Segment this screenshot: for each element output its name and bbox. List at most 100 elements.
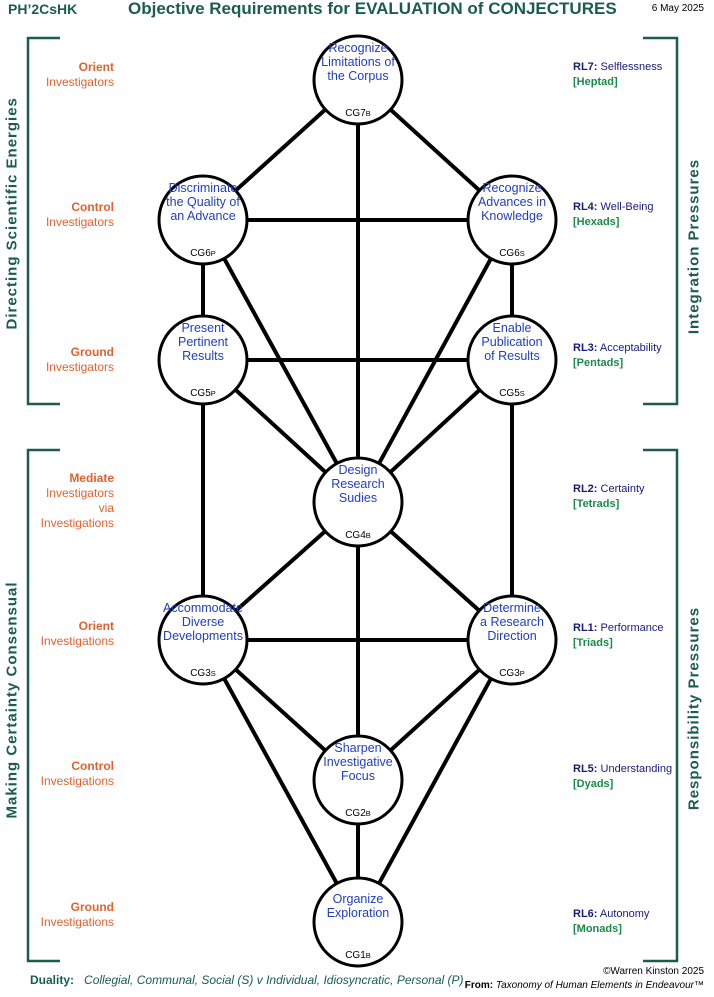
rl-group: [Triads] <box>573 637 613 649</box>
diagram-code: PH’2CsHK <box>8 1 78 17</box>
node-label-line: Investigative <box>323 755 393 769</box>
node-code-main: CG6 <box>190 248 211 259</box>
node-code-sub: B <box>366 809 371 818</box>
level-kind: Ground <box>70 900 114 914</box>
rl-name: Well-Being <box>600 201 654 213</box>
node-code: CG6S <box>499 248 525 259</box>
node-code-main: CG3 <box>190 668 211 679</box>
right-level-rl3: RL3: Acceptability [Pentads] <box>573 341 662 371</box>
node-code: CG7B <box>345 108 371 119</box>
left-level-rl6: Ground Investigations <box>2 900 114 930</box>
node-label-line: Publication <box>481 335 542 349</box>
right-bottom-bracket <box>643 448 679 963</box>
node-code: CG5S <box>499 388 525 399</box>
level-kind: Orient <box>78 60 114 74</box>
page-title: Objective Requirements for EVALUATION of… <box>128 0 617 18</box>
rl-name: Selflessness <box>600 61 663 73</box>
left-level-rl3: Ground Investigators <box>2 345 114 375</box>
node-label-line: Pertinent <box>178 335 229 349</box>
duality-label: Duality: <box>30 973 75 987</box>
left-level-rl4: Control Investigators <box>2 200 114 230</box>
node-code: CG3P <box>499 668 525 679</box>
node-label-line: Determine <box>483 601 541 615</box>
right-level-rl2: RL2: Certainty [Tetrads] <box>573 482 645 512</box>
source-note: From: Taxonomy of Human Elements in Ende… <box>465 980 704 991</box>
right-level-rl4: RL4: Well-Being [Hexads] <box>573 200 654 230</box>
level-kind: Mediate <box>69 471 114 485</box>
node-label-line: Discriminate <box>169 181 238 195</box>
rl-code: RL1: <box>573 622 598 634</box>
node-label-line: Focus <box>341 769 375 783</box>
node-circle <box>312 734 404 826</box>
node-code-main: CG5 <box>190 388 211 399</box>
level-rest: Investigators <box>45 215 114 229</box>
rl-group: [Hexads] <box>573 216 620 228</box>
left-top-bracket <box>26 36 60 406</box>
node-code: CG4B <box>345 530 371 541</box>
left-level-rl5: Control Investigations <box>2 759 114 789</box>
node-label-line: Limitations of <box>321 55 395 69</box>
node-label-line: Diverse <box>182 615 224 629</box>
level-rest: Investigators <box>45 360 114 374</box>
rl-code: RL4: <box>573 201 598 213</box>
node-code-sub: P <box>211 389 216 398</box>
node-code: CG2B <box>345 808 371 819</box>
node-code-sub: S <box>520 389 525 398</box>
node-code-main: CG6 <box>499 248 520 259</box>
rl-code: RL3: <box>573 342 598 354</box>
level-rest: Investigators <box>45 75 114 89</box>
rl-code: RL2: <box>573 483 598 495</box>
node-label-line: the Quality of <box>166 195 240 209</box>
node-label-line: of Results <box>484 349 540 363</box>
node-code-main: CG1 <box>345 950 366 961</box>
level-rest: Investigators via Investigations <box>40 486 114 530</box>
rl-name: Certainty <box>600 483 645 495</box>
level-rest: Investigations <box>40 634 114 648</box>
rl-group: [Tetrads] <box>573 498 620 510</box>
node-label-line: Recognize <box>328 41 387 55</box>
source-text: Taxonomy of Human Elements in Endeavour™ <box>495 980 704 991</box>
rl-group: [Monads] <box>573 923 622 935</box>
rl-name: Performance <box>600 622 664 634</box>
node-label-line: Sharpen <box>334 741 381 755</box>
rl-code: RL7: <box>573 61 598 73</box>
node-code-main: CG4 <box>345 530 366 541</box>
node-circle <box>466 174 558 266</box>
node-label-line: Knowledge <box>481 209 543 223</box>
duality-note: Duality: Collegial, Communal, Social (S)… <box>30 973 464 987</box>
node-label-line: Developments <box>163 629 243 643</box>
node-code: CG6P <box>190 248 216 259</box>
rl-code: RL5: <box>573 763 598 775</box>
right-top-bracket <box>643 36 679 406</box>
node-label-line: an Advance <box>170 209 235 223</box>
right-level-rl1: RL1: Performance [Triads] <box>573 621 664 651</box>
left-level-rl7: Orient Investigators <box>2 60 114 90</box>
node-code-sub: P <box>520 669 525 678</box>
right-top-label: Integration Pressures <box>685 158 703 335</box>
rl-group: [Pentads] <box>573 357 624 369</box>
rl-name: Understanding <box>600 763 673 775</box>
right-level-rl7: RL7: Selflessness [Heptad] <box>573 60 662 90</box>
node-code-main: CG7 <box>345 108 366 119</box>
node-code-sub: P <box>211 249 216 258</box>
node-code-main: CG2 <box>345 808 366 819</box>
level-kind: Control <box>71 759 114 773</box>
level-rest: Investigations <box>40 915 114 929</box>
node-circle <box>157 314 249 406</box>
node-code: CG1B <box>345 950 371 961</box>
node-circle <box>312 876 404 968</box>
node-circle <box>466 594 558 686</box>
date: 6 May 2025 <box>651 3 704 14</box>
level-kind: Orient <box>78 619 114 633</box>
rl-name: Acceptability <box>599 342 662 354</box>
rl-group: [Dyads] <box>573 778 614 790</box>
edge-cg3s-cg1 <box>201 638 360 924</box>
edge-cg3p-cg1 <box>356 638 514 924</box>
rl-name: Autonomy <box>599 908 650 920</box>
node-label-line: Present <box>181 321 225 335</box>
